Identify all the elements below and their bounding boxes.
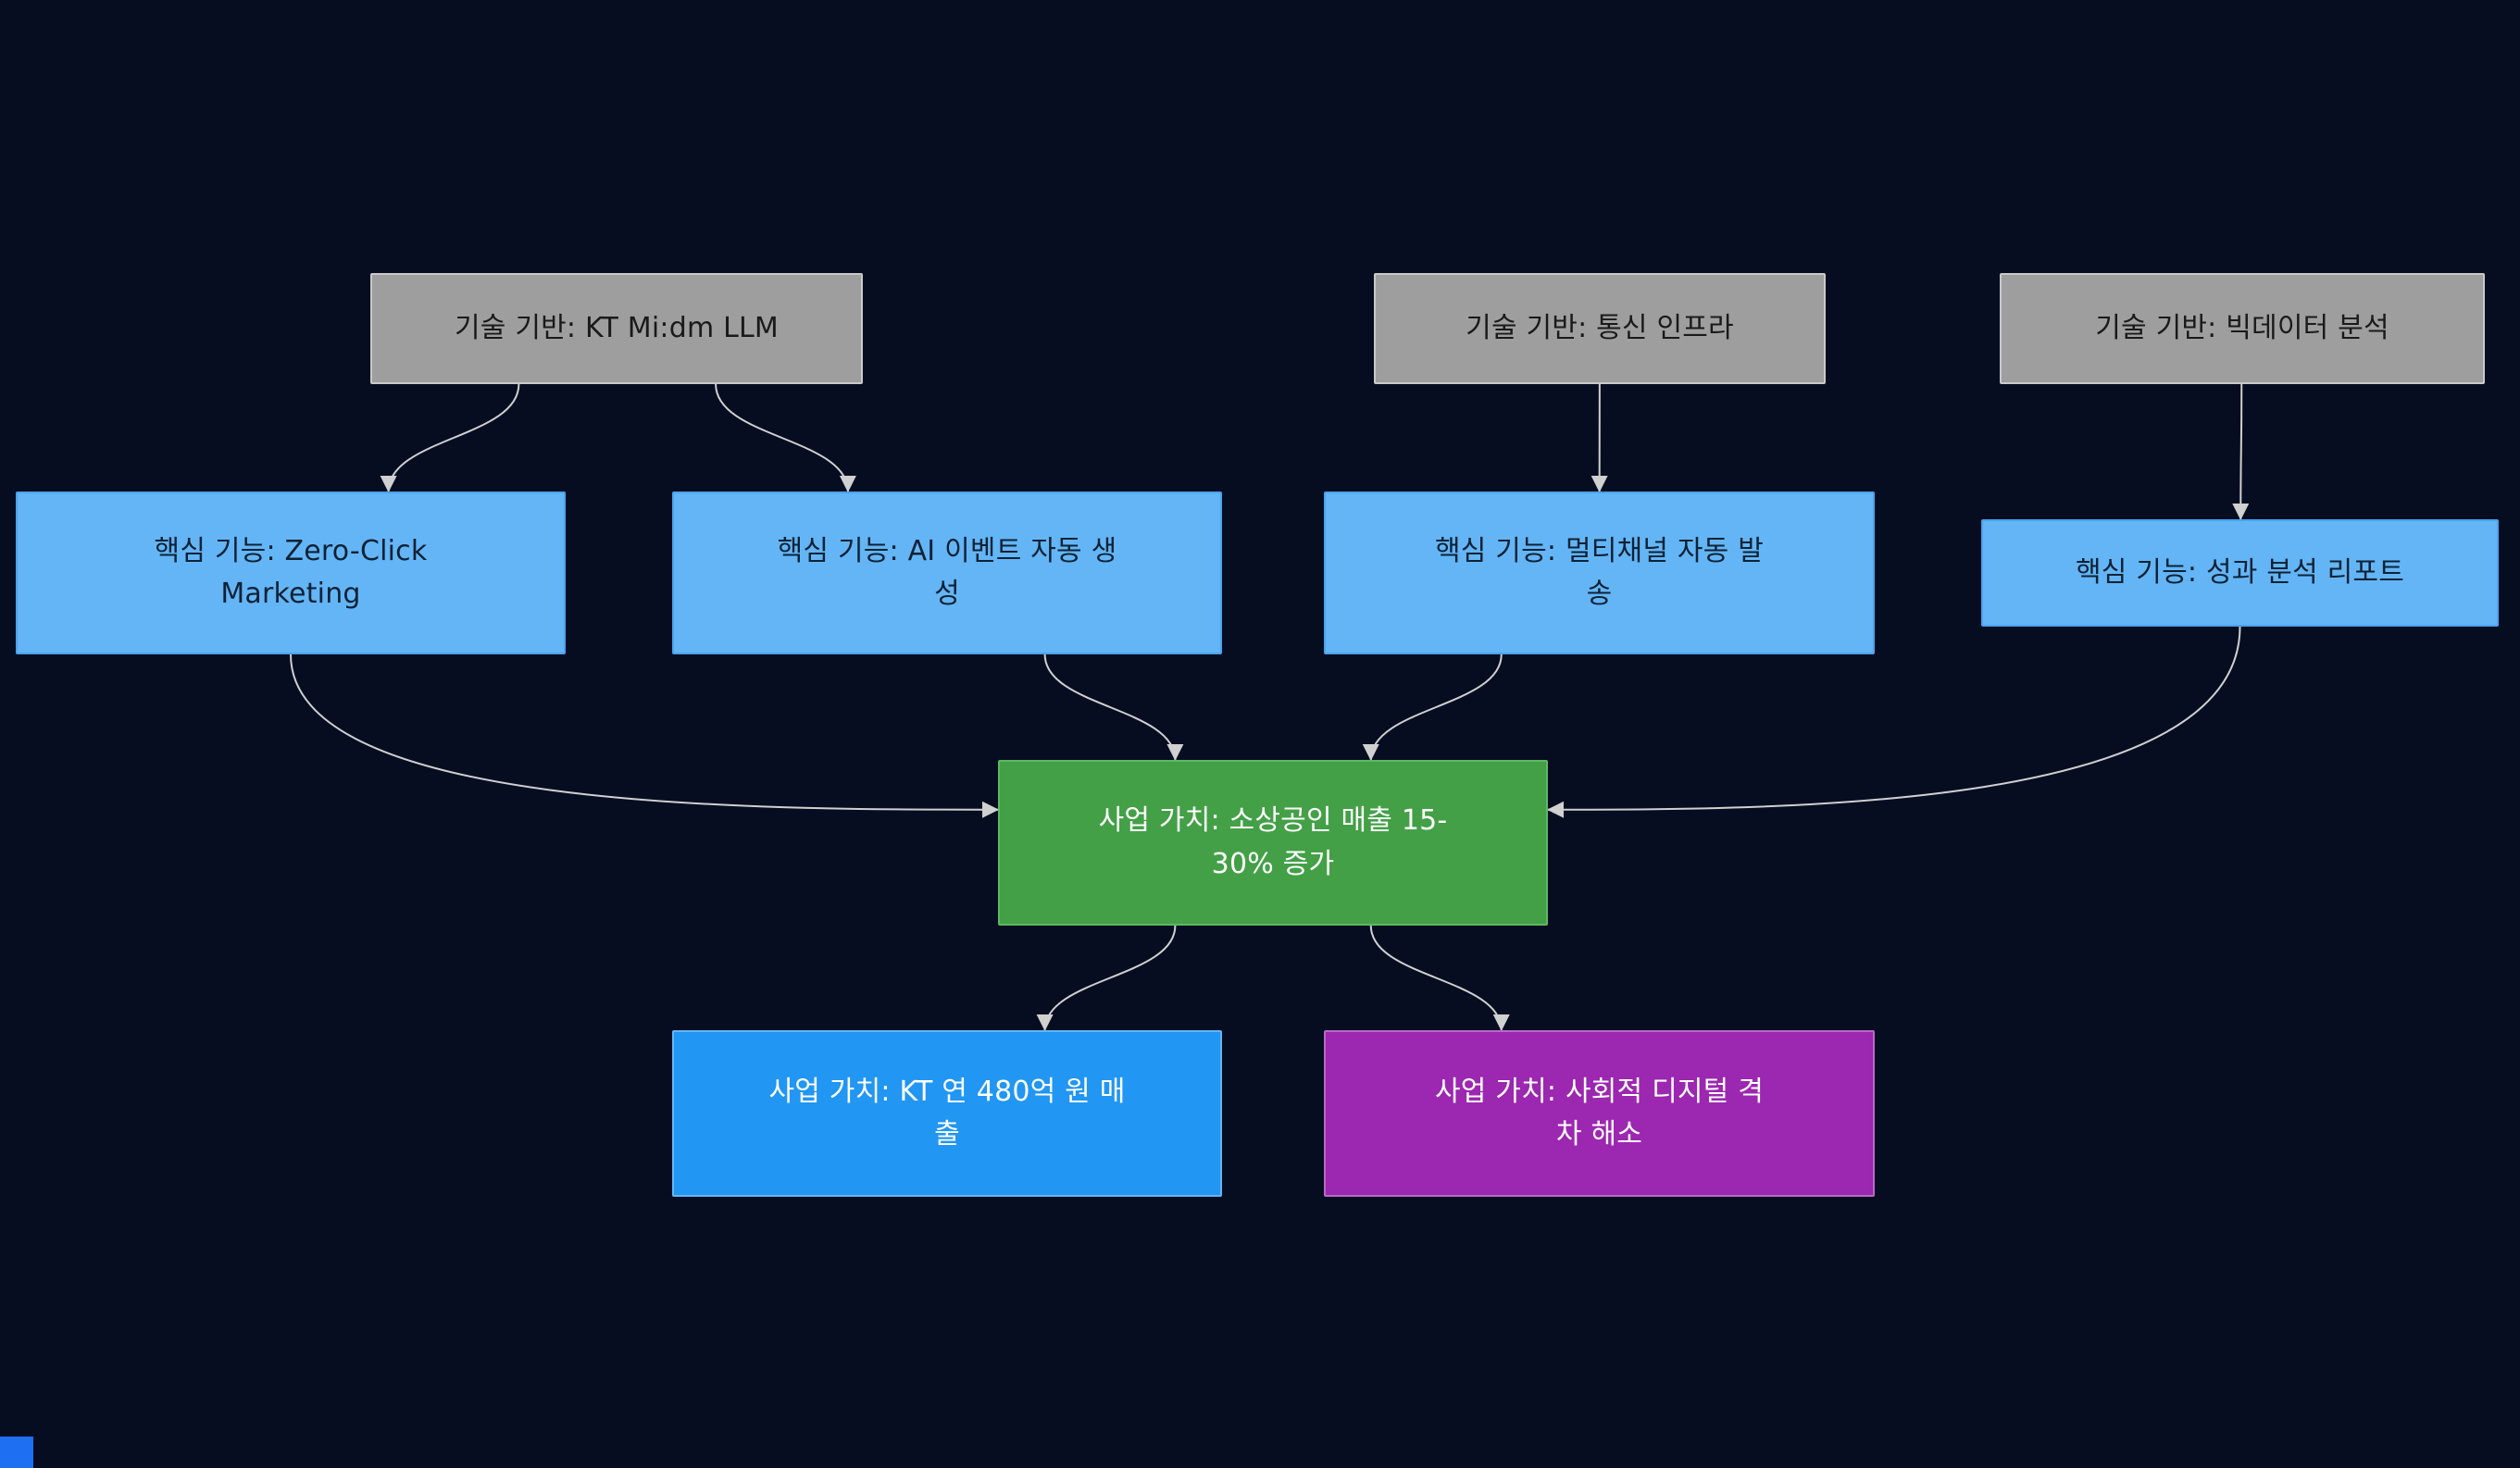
edge-f4-to-v1: [1547, 626, 2241, 818]
edge-t1-to-f2: [715, 383, 856, 492]
node-value-kt-revenue: 사업 가치: KT 연 480억 원 매 출: [672, 1030, 1222, 1197]
node-tech-telecom-infra: 기술 기반: 통신 인프라: [1374, 273, 1826, 384]
edge-f2-to-v1: [1043, 653, 1184, 761]
corner-artifact-badge: [0, 1437, 33, 1468]
node-feature-zero-click-marketing: 핵심 기능: Zero-Click Marketing: [16, 491, 566, 654]
node-tech-kt-midm-llm: 기술 기반: KT Mi:dm LLM: [370, 273, 863, 384]
node-value-merchant-sales-increase: 사업 가치: 소상공인 매출 15- 30% 증가: [998, 760, 1548, 926]
node-feature-performance-report: 핵심 기능: 성과 분석 리포트: [1981, 519, 2499, 627]
edge-v1-to-v3: [1369, 925, 1510, 1031]
edge-t1-to-f1: [380, 383, 520, 492]
node-feature-multichannel-sending: 핵심 기능: 멀티채널 자동 발 송: [1324, 491, 1875, 654]
node-tech-bigdata-analysis: 기술 기반: 빅데이터 분석: [2000, 273, 2485, 384]
edge-v1-to-v2: [1036, 925, 1177, 1031]
node-feature-ai-event-generation: 핵심 기능: AI 이벤트 자동 생 성: [672, 491, 1222, 654]
edge-f3-to-v1: [1362, 653, 1503, 761]
edge-f1-to-v1: [290, 653, 999, 818]
edge-t3-to-f4: [2232, 383, 2250, 520]
node-value-digital-divide: 사업 가치: 사회적 디지털 격 차 해소: [1324, 1030, 1875, 1197]
